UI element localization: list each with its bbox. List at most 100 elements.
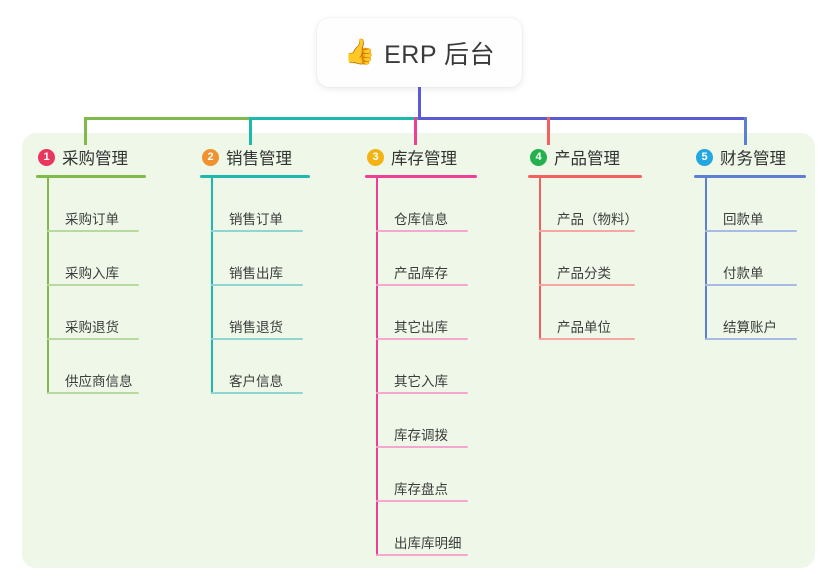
branch-spine: [705, 178, 707, 340]
leaf-underline: [47, 338, 139, 340]
branch-number-badge: 1: [38, 148, 55, 166]
leaf-item[interactable]: 销售订单: [211, 178, 310, 232]
leaf-label: 采购订单: [65, 212, 119, 227]
branch-header-3[interactable]: 3 库存管理: [365, 144, 477, 170]
branch-header-underline: [200, 175, 310, 178]
root-title: ERP 后台: [384, 40, 496, 69]
leaf-underline: [376, 446, 468, 448]
leaf-underline: [376, 392, 468, 394]
branch-title: 采购管理: [62, 150, 128, 168]
bus-segment-3: [418, 117, 747, 120]
branch-header-underline: [694, 175, 806, 178]
leaf-underline: [539, 338, 635, 340]
branch-column-5: 5 财务管理回款单付款单结算账户: [694, 144, 806, 340]
leaf-label: 回款单: [723, 212, 764, 227]
leaf-item[interactable]: 库存盘点: [376, 448, 477, 502]
leaf-item[interactable]: 产品单位: [539, 286, 642, 340]
leaf-underline: [47, 392, 139, 394]
leaf-label: 库存调拨: [394, 428, 448, 443]
leaf-item[interactable]: 其它出库: [376, 286, 477, 340]
leaf-item[interactable]: 其它入库: [376, 340, 477, 394]
leaf-item[interactable]: 销售出库: [211, 232, 310, 286]
leaf-label: 客户信息: [229, 374, 283, 389]
leaf-underline: [705, 230, 797, 232]
leaf-label: 库存盘点: [394, 482, 448, 497]
branch-title: 产品管理: [554, 150, 620, 168]
leaf-underline: [211, 392, 303, 394]
branch-title: 库存管理: [391, 150, 457, 168]
leaf-underline: [47, 284, 139, 286]
leaf-item[interactable]: 产品库存: [376, 232, 477, 286]
leaf-item[interactable]: 出库库明细: [376, 502, 477, 556]
branch-stub-1: [84, 117, 87, 145]
leaf-item[interactable]: 结算账户: [705, 286, 806, 340]
leaf-label: 销售订单: [229, 212, 283, 227]
leaf-label: 产品库存: [394, 266, 448, 281]
leaf-underline: [539, 284, 635, 286]
branch-header-5[interactable]: 5 财务管理: [694, 144, 806, 170]
branch-header-2[interactable]: 2 销售管理: [200, 144, 310, 170]
branch-spine: [376, 178, 378, 556]
branch-column-1: 1 采购管理采购订单采购入库采购退货供应商信息: [36, 144, 146, 394]
branch-spine: [47, 178, 49, 394]
root-trunk-line: [418, 87, 421, 120]
branch-spine: [211, 178, 213, 394]
branch-column-2: 2 销售管理销售订单销售出库销售退货客户信息: [200, 144, 310, 394]
leaf-underline: [211, 230, 303, 232]
branch-spine: [539, 178, 541, 340]
leaf-item[interactable]: 采购退货: [47, 286, 146, 340]
bus-segment-1: [84, 117, 252, 120]
leaf-item[interactable]: 销售退货: [211, 286, 310, 340]
branch-header-4[interactable]: 4 产品管理: [528, 144, 642, 170]
branch-title: 财务管理: [720, 150, 786, 168]
bus-segment-2: [249, 117, 421, 120]
leaf-underline: [705, 284, 797, 286]
leaf-label: 采购入库: [65, 266, 119, 281]
branch-number-badge: 3: [367, 148, 384, 166]
leaf-item[interactable]: 回款单: [705, 178, 806, 232]
leaf-item[interactable]: 客户信息: [211, 340, 310, 394]
leaf-label: 出库库明细: [394, 536, 462, 551]
branch-number-badge: 4: [530, 148, 547, 166]
leaf-item[interactable]: 采购订单: [47, 178, 146, 232]
leaf-label: 产品分类: [557, 266, 611, 281]
leaf-item[interactable]: 产品（物料）: [539, 178, 642, 232]
branch-title: 销售管理: [226, 150, 292, 168]
leaf-underline: [211, 284, 303, 286]
root-node[interactable]: 👍 ERP 后台: [317, 18, 522, 87]
leaf-label: 供应商信息: [65, 374, 133, 389]
branch-stub-3: [414, 117, 417, 145]
leaf-item[interactable]: 仓库信息: [376, 178, 477, 232]
leaf-label: 其它出库: [394, 320, 448, 335]
branch-leaf-list: 销售订单销售出库销售退货客户信息: [200, 178, 310, 394]
leaf-underline: [376, 338, 468, 340]
leaf-item[interactable]: 采购入库: [47, 232, 146, 286]
branch-header-underline: [528, 175, 642, 178]
leaf-item[interactable]: 库存调拨: [376, 394, 477, 448]
branch-stub-5: [744, 117, 747, 145]
branch-number-badge: 5: [696, 148, 713, 166]
leaf-underline: [376, 554, 468, 556]
leaf-label: 销售退货: [229, 320, 283, 335]
branch-stub-4: [547, 117, 550, 145]
leaf-underline: [376, 284, 468, 286]
leaf-underline: [539, 230, 635, 232]
thumbs-up-icon: 👍: [343, 38, 376, 66]
leaf-item[interactable]: 供应商信息: [47, 340, 146, 394]
branch-number-badge: 2: [202, 148, 219, 166]
branch-stub-2: [249, 117, 252, 145]
leaf-item[interactable]: 付款单: [705, 232, 806, 286]
branch-leaf-list: 回款单付款单结算账户: [694, 178, 806, 340]
leaf-label: 仓库信息: [394, 212, 448, 227]
leaf-underline: [47, 230, 139, 232]
branch-header-underline: [36, 175, 146, 178]
branch-leaf-list: 采购订单采购入库采购退货供应商信息: [36, 178, 146, 394]
leaf-label: 结算账户: [723, 320, 777, 335]
leaf-item[interactable]: 产品分类: [539, 232, 642, 286]
branch-header-underline: [365, 175, 477, 178]
leaf-underline: [211, 338, 303, 340]
branch-header-1[interactable]: 1 采购管理: [36, 144, 146, 170]
leaf-label: 销售出库: [229, 266, 283, 281]
branches-panel: [22, 133, 815, 568]
